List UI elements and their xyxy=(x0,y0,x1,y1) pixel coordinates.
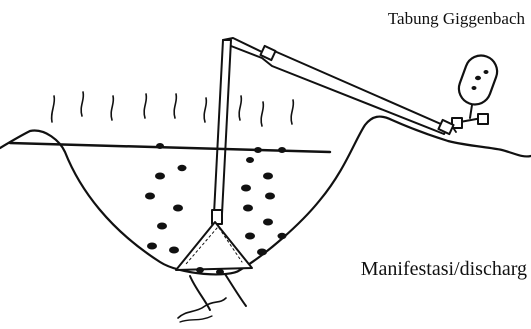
tube-dot xyxy=(472,86,477,90)
steam-wisp xyxy=(204,98,206,122)
giggenbach-tube xyxy=(438,51,501,134)
steam-wisp xyxy=(52,96,55,122)
outlet-right xyxy=(225,274,246,306)
steam-wisp xyxy=(261,102,263,126)
steam-wisp xyxy=(239,96,241,120)
steam-wisp xyxy=(144,94,146,118)
steam-wisp xyxy=(291,100,293,124)
outlet-swirl-2 xyxy=(180,316,212,322)
vertical-pipe xyxy=(214,40,231,214)
tube-dot xyxy=(475,76,481,80)
tube-dot xyxy=(484,70,489,74)
outlet-swirl xyxy=(178,298,226,318)
pipe-joint-lower xyxy=(212,210,222,224)
steam-wisp xyxy=(174,94,176,118)
diagonal-pipe xyxy=(223,38,450,134)
manifestation-label: Manifestasi/discharg xyxy=(361,258,527,281)
steam-wisp xyxy=(81,92,83,116)
tube-label: Tabung Giggenbach xyxy=(388,9,525,29)
steam-wisp xyxy=(111,96,113,120)
